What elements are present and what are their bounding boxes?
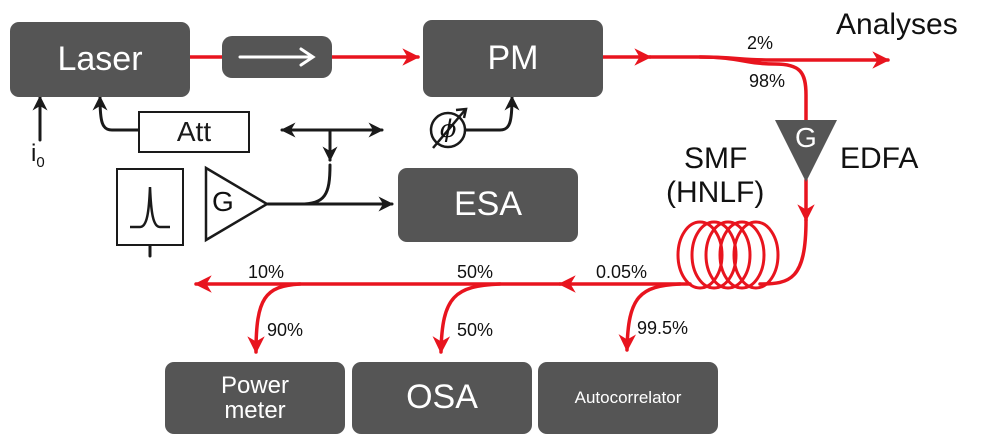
wire-phase-to-pm [463, 95, 520, 132]
osa-label: OSA [406, 378, 478, 417]
attenuator-box: Att [138, 111, 250, 153]
tap-through-label: 98% [749, 71, 786, 91]
pm-label: PM [487, 38, 539, 77]
phase-symbol: ϕ [440, 115, 457, 143]
hnlf-label: (HNLF) [666, 176, 765, 209]
photodiode-icon [125, 268, 161, 304]
coupler-a-through-label: 99.5% [637, 318, 689, 338]
laser-box: Laser [10, 22, 190, 97]
fiber-coupler-c-to-power-meter [247, 282, 302, 354]
current-subscript: 0 [36, 153, 45, 171]
current-symbol: i [31, 140, 37, 167]
attenuator-label: Att [176, 116, 212, 147]
edfa-gain-label: G [795, 122, 817, 153]
coupler-c-top-label: 10% [248, 262, 285, 282]
edfa-triangle [775, 120, 837, 182]
bandpass-filter-box [116, 168, 184, 246]
coupler-b-bottom-label: 50% [457, 320, 494, 340]
smf-label: SMF [684, 142, 748, 175]
fiber-spool-lead [758, 218, 808, 286]
fiber-spool-icon [676, 220, 780, 290]
laser-label: Laser [57, 39, 143, 78]
phase-modulator-box: PM [423, 20, 603, 97]
autocorrelator-box: Autocorrelator [538, 362, 718, 434]
electrical-amplifier-triangle [204, 165, 270, 243]
coupler-b-top-label: 50% [457, 262, 494, 282]
power-meter-label: Power meter [220, 371, 290, 424]
tap-out-label: 2% [747, 33, 774, 53]
fiber-tap-to-analyses [648, 51, 890, 69]
photodiode-box [120, 258, 182, 316]
coupler-a-branch-label: 0.05% [596, 262, 648, 282]
osa-box: OSA [352, 362, 532, 434]
analyses-label: Analyses [836, 8, 958, 41]
edfa-label: EDFA [840, 142, 919, 175]
esa-label: ESA [453, 185, 523, 224]
fiber-tap-to-edfa [698, 55, 808, 122]
coupler-c-bottom-label: 90% [267, 320, 304, 340]
esa-box: ESA [398, 168, 578, 242]
bandpass-filter-icon [130, 186, 170, 229]
wire-amp-to-split [266, 163, 332, 206]
power-meter-box: Power meter [165, 362, 345, 434]
fiber-coupler-a-to-autocorrelator [618, 282, 682, 352]
fiber-coupler-b-to-osa [432, 282, 502, 354]
amplifier-gain-label: G [212, 186, 234, 217]
current-label: i0 [31, 140, 45, 171]
phase-shifter [429, 107, 468, 149]
autocorrelator-label: Autocorrelator [574, 388, 682, 408]
wire-att-to-laser [92, 95, 140, 132]
isolator-arrow-icon [238, 47, 316, 67]
